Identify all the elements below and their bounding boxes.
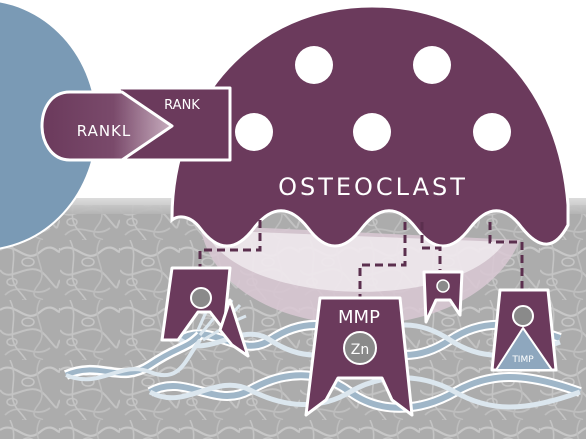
mmp-label: MMP: [338, 307, 380, 328]
rankl-label: RANKL: [77, 122, 132, 140]
zn-label: Zn: [351, 342, 369, 358]
mmp-timp-complex: TIMP: [492, 290, 556, 370]
vesicle-icon: [353, 113, 391, 151]
vesicle-icon: [473, 113, 511, 151]
osteoclast-label: OSTEOCLAST: [278, 173, 468, 201]
vesicle-icon: [295, 46, 333, 84]
zinc-ion-icon: [513, 306, 533, 326]
vesicle-icon: [235, 113, 273, 151]
rank-label: RANK: [164, 98, 200, 113]
timp-label: TIMP: [511, 355, 534, 365]
zinc-ion-icon: [437, 280, 449, 292]
vesicle-icon: [413, 46, 451, 84]
zinc-ion-icon: [191, 288, 211, 308]
